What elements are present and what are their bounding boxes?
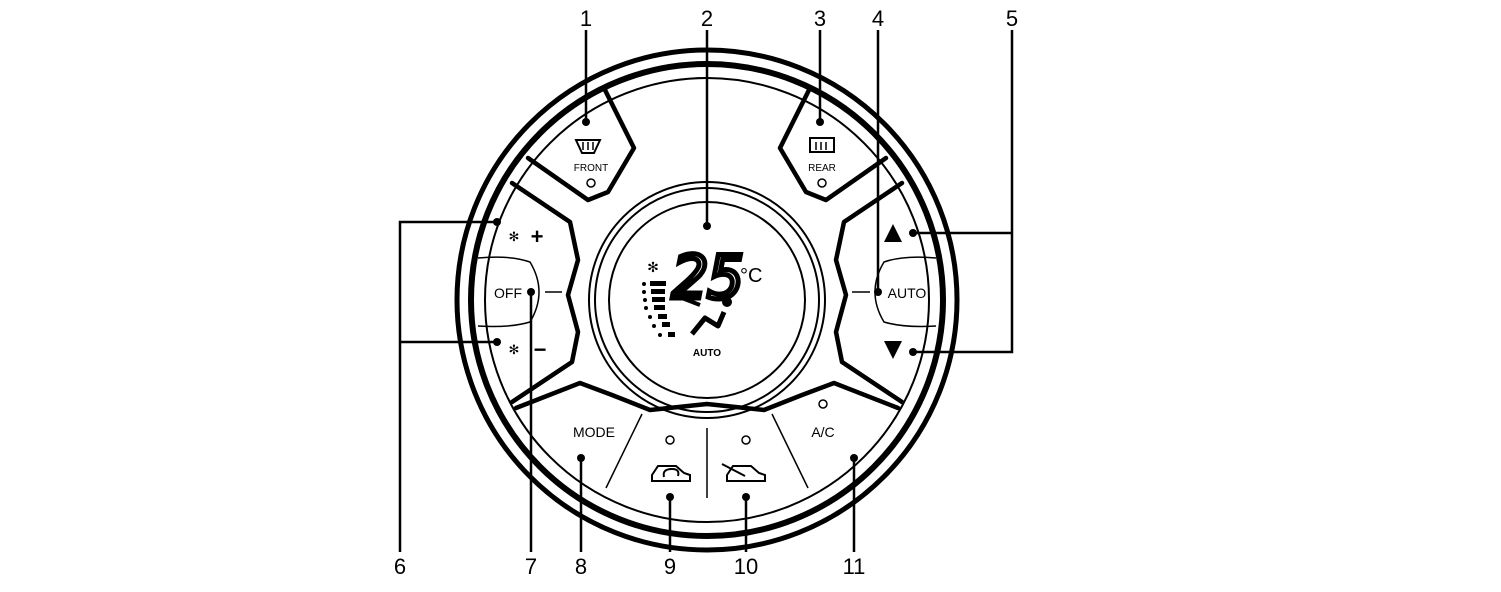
fan-minus-button[interactable]: − — [534, 337, 547, 362]
fan-button-group[interactable] — [509, 180, 581, 405]
front-indicator-led — [586, 178, 596, 188]
ac-indicator-led — [818, 399, 828, 409]
callout-11: 11 — [843, 554, 866, 579]
callout-1: 1 — [580, 6, 592, 31]
rear-indicator-led — [817, 178, 827, 188]
front-label: FRONT — [574, 163, 608, 174]
fresh-indicator-led — [741, 435, 751, 445]
rear-defrost-button[interactable] — [777, 87, 889, 203]
seat-airflow-icon — [681, 296, 732, 336]
fresh-air-icon — [721, 463, 766, 482]
rear-defrost-icon — [809, 137, 835, 153]
callout-9: 9 — [664, 554, 676, 579]
rear-label: REAR — [808, 163, 836, 174]
front-defrost-icon — [574, 139, 602, 154]
temperature-unit: °C — [740, 265, 762, 287]
fan-icon: ✻ — [509, 343, 520, 358]
callout-5: 5 — [1006, 6, 1018, 31]
fan-icon: ✻ — [509, 230, 520, 245]
divider — [605, 413, 643, 489]
callout-10: 10 — [734, 554, 758, 579]
fan-speed-bars-icon — [642, 281, 675, 337]
bottom-button-group[interactable] — [513, 380, 901, 413]
callout-2: 2 — [701, 6, 713, 31]
fan-icon: ✻ — [647, 260, 659, 276]
display-auto: AUTO — [693, 348, 721, 359]
front-defrost-button[interactable] — [525, 87, 637, 203]
callout-6: 6 — [394, 554, 406, 579]
recirc-indicator-led — [665, 435, 675, 445]
auto-label: AUTO — [888, 285, 927, 301]
temp-button-group[interactable] — [833, 180, 905, 405]
divider — [771, 413, 809, 489]
temp-down-triangle-icon[interactable] — [884, 341, 902, 359]
callout-8: 8 — [575, 554, 587, 579]
off-label: OFF — [494, 285, 522, 301]
temp-up-triangle-icon[interactable] — [884, 224, 902, 242]
fan-plus-button[interactable]: + — [531, 224, 544, 249]
callout-4: 4 — [872, 6, 884, 31]
off-button[interactable] — [477, 256, 540, 328]
temperature-readout: 25 — [672, 243, 744, 313]
ac-label: A/C — [811, 424, 834, 440]
callout-3: 3 — [814, 6, 826, 31]
callout-leaders — [398, 30, 1014, 552]
recirculation-icon — [651, 465, 691, 482]
callout-7: 7 — [525, 554, 537, 579]
mode-label: MODE — [573, 424, 615, 440]
